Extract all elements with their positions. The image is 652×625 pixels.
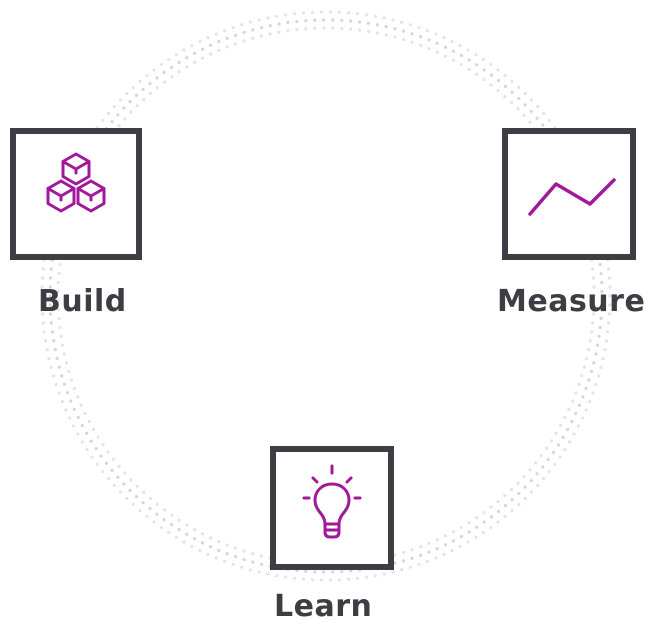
measure-node-box bbox=[502, 128, 636, 260]
lightbulb-icon bbox=[302, 464, 362, 539]
learn-label: Learn bbox=[274, 589, 373, 624]
boxes-icon bbox=[46, 152, 106, 213]
measure-label: Measure bbox=[497, 284, 646, 319]
learn-node-box bbox=[270, 446, 394, 570]
build-node-box bbox=[10, 128, 142, 260]
build-label: Build bbox=[38, 284, 127, 319]
trend-line-icon bbox=[528, 178, 616, 216]
